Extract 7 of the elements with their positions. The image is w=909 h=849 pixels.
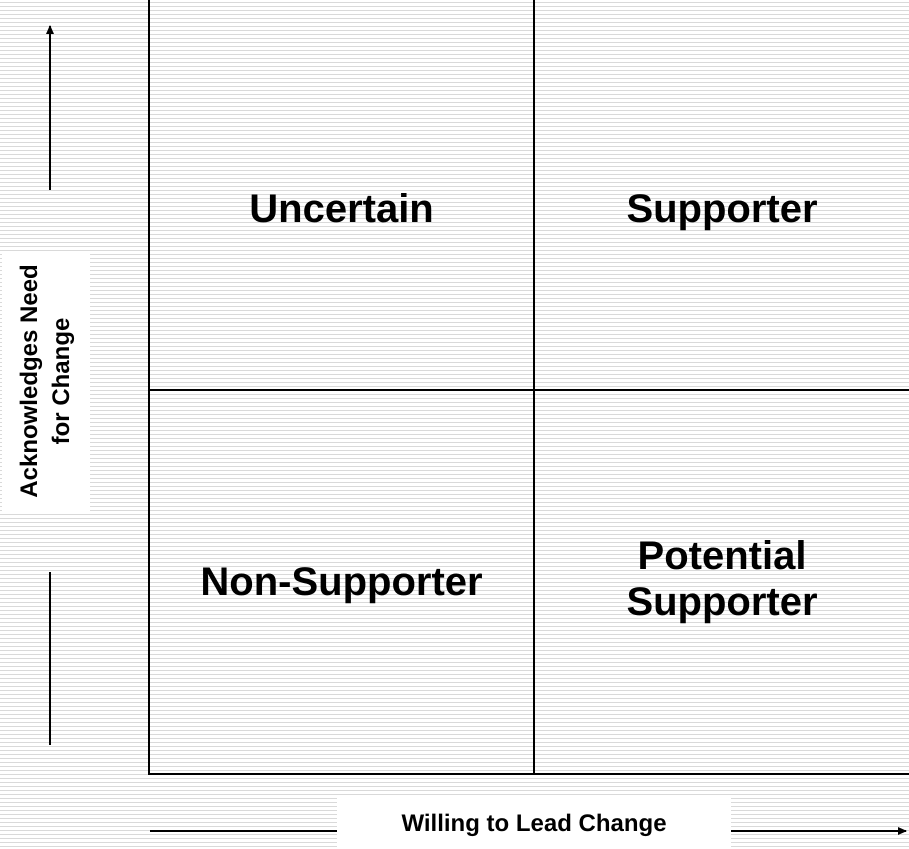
quadrant-cell bbox=[148, 389, 535, 775]
axis-label: Willing to Lead Change bbox=[337, 798, 731, 849]
quadrant-label: Uncertain bbox=[248, 186, 435, 232]
axis-label: Acknowledges Need for Change bbox=[2, 251, 90, 511]
quadrant-label: Potential Supporter bbox=[625, 533, 819, 625]
quadrant-label: Supporter bbox=[625, 186, 819, 232]
quadrant-label: Non-Supporter bbox=[199, 559, 484, 605]
